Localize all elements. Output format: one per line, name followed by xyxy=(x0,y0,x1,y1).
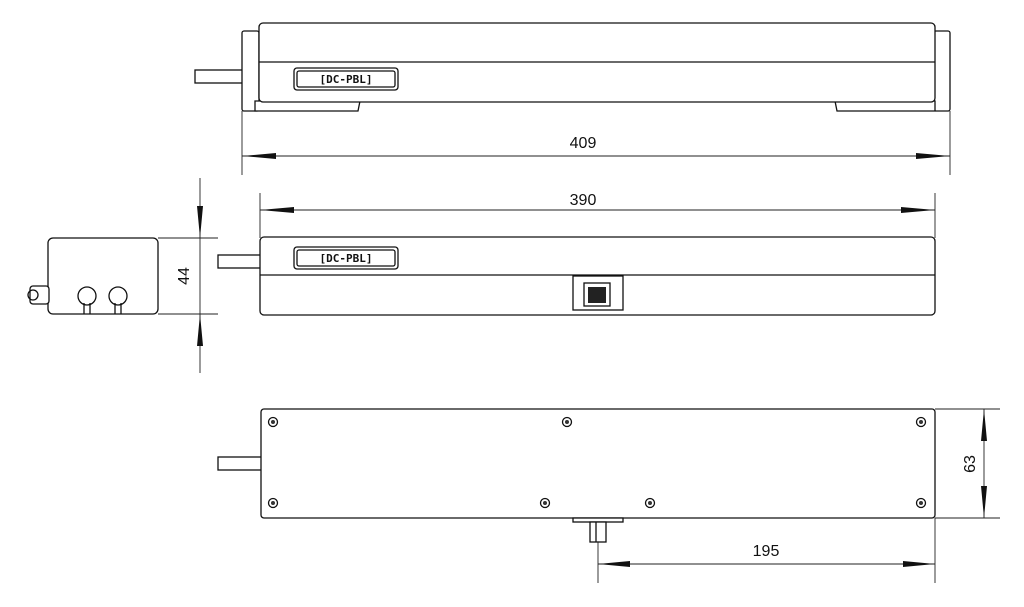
screw-icon xyxy=(539,497,551,509)
top-view-logo-inner xyxy=(296,70,396,88)
bottom-view-switch-knob xyxy=(589,521,607,543)
dim-44-arrow-bottom xyxy=(197,314,203,346)
front-view-switch-button xyxy=(588,287,606,303)
dim-195-arrow-right xyxy=(903,561,935,567)
dim-390-arrow-right xyxy=(901,207,935,213)
front-view-switch-frame xyxy=(583,282,611,307)
top-view-logo-text: [DC-PBL] xyxy=(320,73,373,86)
front-view-logo-text: [DC-PBL] xyxy=(320,252,373,265)
top-view: [DC-PBL] 409 xyxy=(194,22,951,175)
dim-63-arrow-bottom xyxy=(981,486,987,518)
top-view-cord xyxy=(194,69,246,84)
plug-ground-pin-hole xyxy=(27,289,39,301)
screw-icon xyxy=(267,497,279,509)
dim-195-label: 195 xyxy=(753,543,780,560)
dim-63-label: 63 xyxy=(962,455,979,473)
bottom-view-screws xyxy=(267,416,927,509)
bottom-view-cord xyxy=(217,456,263,471)
top-view-logo-frame xyxy=(293,67,399,91)
screw-icon xyxy=(644,497,656,509)
screw-icon xyxy=(561,416,573,428)
front-view-cord xyxy=(217,254,263,269)
plug-prong-left xyxy=(77,286,97,306)
top-view-right-end-cap xyxy=(933,30,951,112)
dim-195-arrow-left xyxy=(598,561,630,567)
dim-63-arrow-top xyxy=(981,409,987,441)
screw-icon xyxy=(267,416,279,428)
plug-body xyxy=(47,237,159,315)
front-view: 390 [DC-PBL] xyxy=(217,192,936,316)
dim-409-label: 409 xyxy=(570,135,597,152)
bottom-view: 63 195 xyxy=(217,408,1000,583)
screw-icon xyxy=(915,497,927,509)
dim-44-label: 44 xyxy=(176,267,193,285)
dim-409-arrow-right xyxy=(916,153,950,159)
dim-409-arrow-left xyxy=(242,153,276,159)
plug-view: 44 xyxy=(27,178,218,373)
front-view-logo-inner xyxy=(296,249,396,267)
dim-44-arrow-top xyxy=(197,206,203,238)
dim-390-arrow-left xyxy=(260,207,294,213)
bottom-view-body xyxy=(260,408,936,519)
plug-prong-right xyxy=(108,286,128,306)
plug-ground-pin xyxy=(29,285,50,305)
screw-icon xyxy=(915,416,927,428)
front-view-logo-frame xyxy=(293,246,399,270)
dim-390-label: 390 xyxy=(570,192,597,209)
top-view-left-end-cap xyxy=(241,30,260,112)
